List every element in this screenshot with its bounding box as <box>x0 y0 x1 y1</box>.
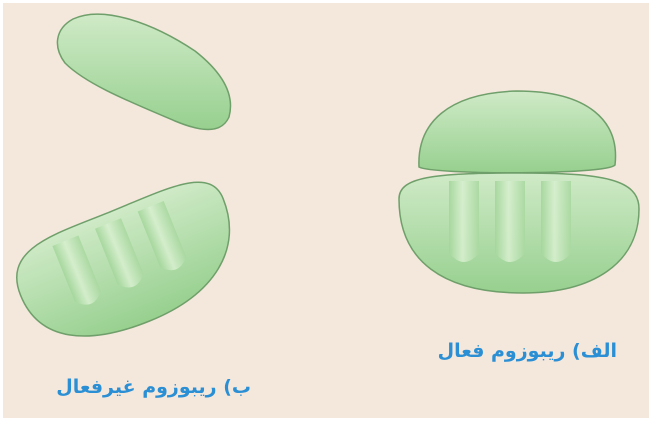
active-ribosome-label: الف) ریبوزوم فعال <box>417 340 617 362</box>
figure-panel: الف) ریبوزوم فعال ب) ریبوزوم غیرفعال <box>3 3 649 418</box>
inactive-ribosome-label: ب) ریبوزوم غیرفعال <box>15 376 251 398</box>
active-ribosome <box>399 91 639 293</box>
active-small-subunit <box>419 91 616 173</box>
inactive-small-subunit <box>57 14 230 129</box>
inactive-ribosome <box>4 14 255 362</box>
active-ribosome-grooves <box>449 181 571 262</box>
